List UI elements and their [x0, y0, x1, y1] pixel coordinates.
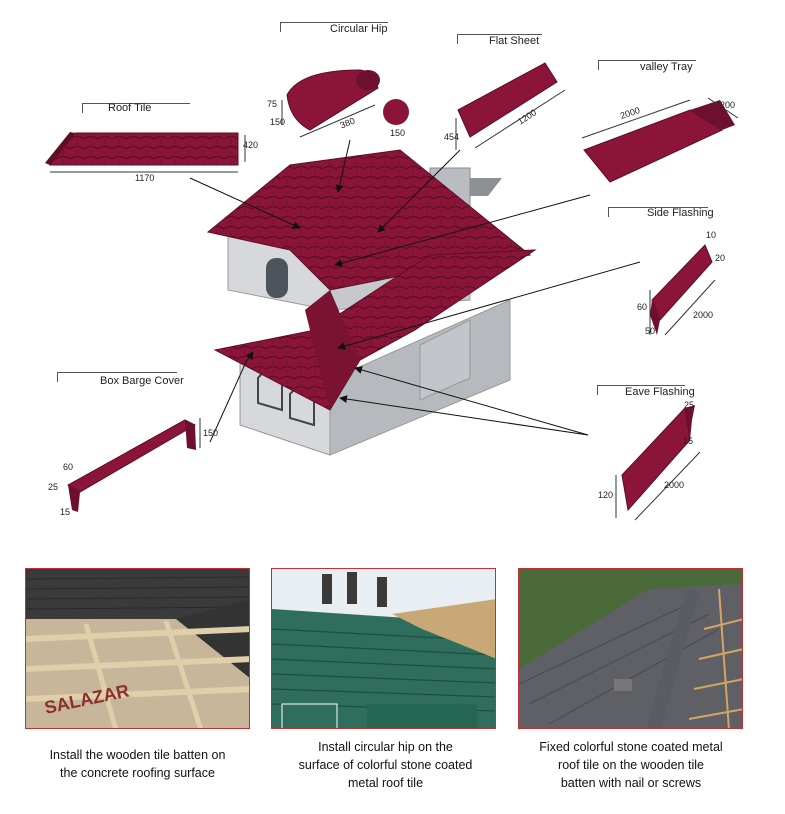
side-flashing-drawing	[649, 244, 716, 336]
side-flashing-title: Side Flashing	[647, 207, 714, 219]
box-barge-d3: 25	[48, 482, 59, 492]
caption-2-line-2: surface of colorful stone coated	[298, 758, 473, 772]
circular-hip-title: Circular Hip	[330, 23, 388, 35]
roof-tile-height: 420	[243, 140, 259, 150]
caption-3-line-2: roof tile on the wooden tile	[558, 758, 704, 772]
side-flashing-d3: 60	[637, 302, 648, 312]
side-flashing-length: 2000	[693, 310, 714, 320]
flat-sheet-header-line	[457, 34, 542, 35]
house-illustration	[206, 149, 537, 456]
roof-tile-header-line	[82, 103, 190, 104]
roof-tile-header-tick	[82, 103, 83, 113]
valley-tray-title: valley Tray	[640, 61, 693, 73]
eave-flashing-title: Eave Flashing	[625, 386, 695, 398]
eave-flashing-d1: 25	[684, 400, 695, 410]
circular-hip-diameter: 150	[390, 128, 406, 138]
valley-tray-width: 200	[720, 100, 736, 110]
valley-tray-drawing	[581, 97, 739, 183]
side-flashing-header-tick	[608, 207, 609, 217]
caption-2-line-1: Install circular hip on the	[318, 740, 453, 754]
side-flashing-d4: 50	[645, 326, 656, 336]
roof-tile-title: Roof Tile	[108, 102, 152, 114]
eave-flashing-length: 2000	[664, 480, 685, 490]
flat-sheet-width: 454	[444, 132, 460, 142]
photo-circular-hip	[271, 568, 496, 729]
eave-flashing-header-tick	[597, 385, 598, 395]
caption-2: Install circular hip on the surface of c…	[268, 738, 503, 792]
roof-diagram	[45, 62, 739, 521]
circular-hip-d2: 150	[270, 117, 286, 127]
side-flashing-header-line	[608, 207, 708, 208]
eave-flashing-drawing	[615, 405, 701, 521]
circular-hip-d1: 75	[267, 99, 278, 109]
flat-sheet-title: Flat Sheet	[489, 35, 540, 47]
circular-hip-drawing	[281, 69, 409, 138]
box-barge-title: Box Barge Cover	[100, 375, 184, 387]
box-barge-header-line	[57, 372, 177, 373]
side-flashing-d1: 10	[706, 230, 717, 240]
side-flashing-d2: 20	[715, 253, 726, 263]
box-barge-d2: 60	[63, 462, 74, 472]
eave-flashing-d3: 120	[598, 490, 614, 500]
caption-1-line-1: Install the wooden tile batten on	[49, 748, 226, 762]
photo-fixed-tile	[518, 568, 743, 729]
caption-1: Install the wooden tile batten on the co…	[20, 746, 255, 782]
circular-hip-header-tick	[280, 22, 281, 32]
valley-tray-header-tick	[598, 60, 599, 70]
flat-sheet-header-tick	[457, 34, 458, 44]
photo-tile-batten: SALAZAR	[25, 568, 250, 729]
caption-2-line-3: metal roof tile	[347, 776, 424, 790]
circular-hip-header-line	[280, 22, 388, 23]
box-barge-d1: 150	[203, 428, 219, 438]
eave-flashing-d2: 15	[683, 436, 694, 446]
caption-3: Fixed colorful stone coated metal roof t…	[510, 738, 752, 792]
pointer-arrows	[189, 139, 641, 443]
caption-1-line-2: the concrete roofing surface	[60, 766, 215, 780]
flat-sheet-drawing	[455, 62, 566, 150]
roof-tile-width: 1170	[135, 173, 155, 183]
box-barge-header-tick	[57, 372, 58, 382]
box-barge-d4: 15	[60, 507, 71, 517]
box-barge-drawing	[66, 418, 201, 512]
valley-tray-header-line	[598, 60, 696, 61]
eave-flashing-header-line	[597, 385, 685, 386]
caption-3-line-1: Fixed colorful stone coated metal	[539, 740, 723, 754]
caption-3-line-3: batten with nail or screws	[560, 776, 702, 790]
roof-tile-drawing	[45, 132, 246, 173]
